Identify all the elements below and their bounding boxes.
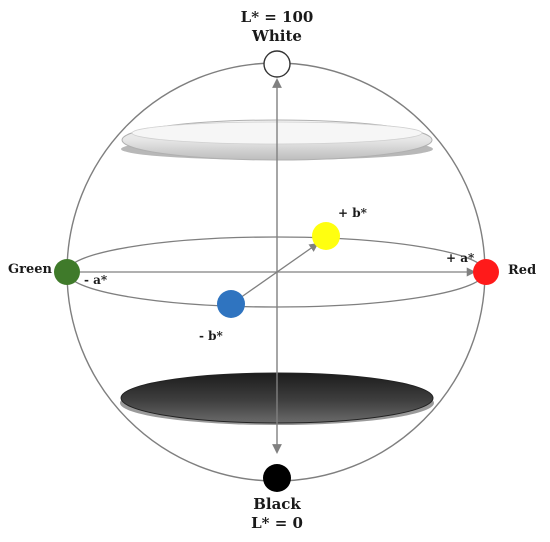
b-axis (239, 242, 319, 299)
black-label: Black (253, 495, 301, 513)
white-pole (263, 50, 291, 78)
green-pole (54, 259, 80, 285)
white-lightness-label: L* = 100 (240, 8, 314, 26)
green-label: Green (8, 262, 52, 277)
positive-a-label: + a* (446, 251, 475, 265)
black-lightness-label: L* = 0 (251, 514, 303, 532)
white-label: White (252, 27, 302, 45)
negative-a-label: - a* (84, 273, 108, 287)
red-label: Red (508, 263, 537, 278)
yellow-pole (312, 222, 340, 250)
negative-b-label: - b* (199, 329, 223, 343)
positive-b-label: + b* (338, 206, 367, 220)
blue-pole (217, 290, 245, 318)
red-pole (473, 259, 499, 285)
black-pole (263, 464, 291, 492)
